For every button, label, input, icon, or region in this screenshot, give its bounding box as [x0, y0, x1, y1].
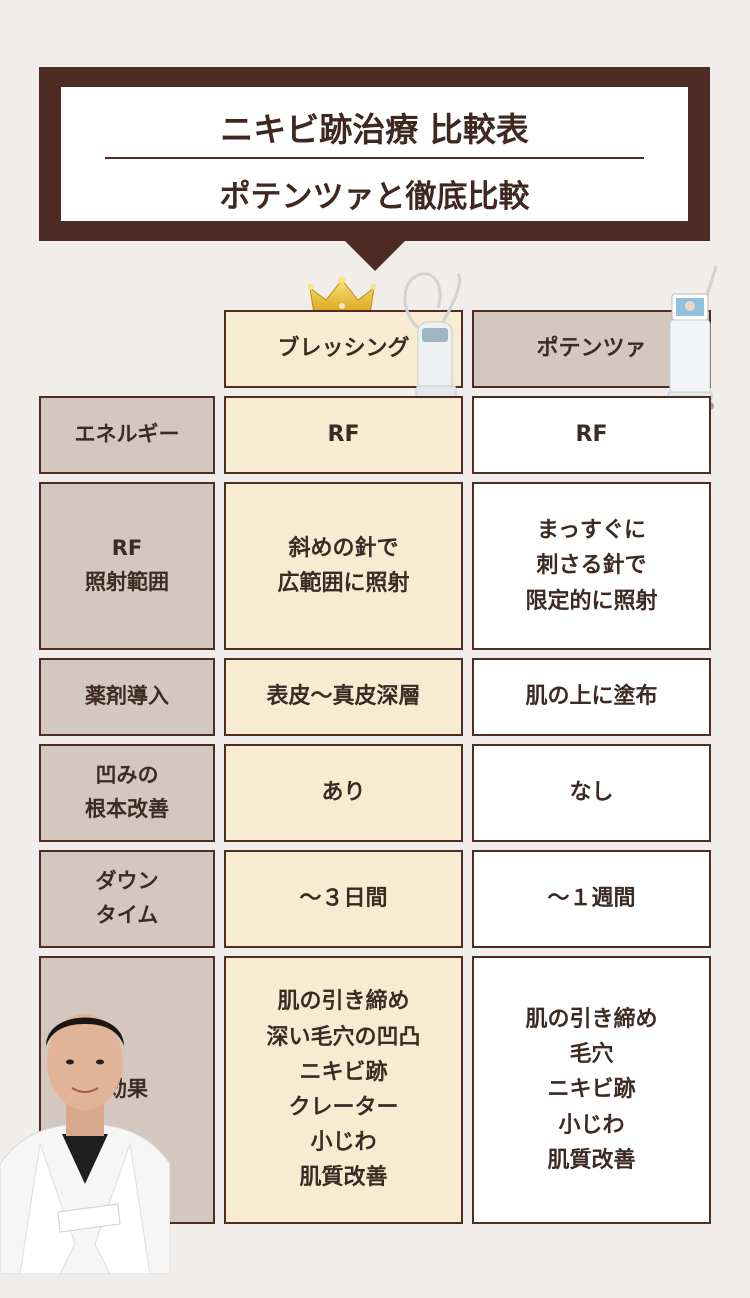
column-header-blessing-label: ブレッシング: [277, 336, 410, 362]
title-banner: ニキビ跡治療 比較表 ポテンツァと徹底比較: [39, 67, 710, 241]
title-pointer: [344, 240, 406, 271]
blessing-device-image: [403, 272, 462, 412]
column-header-potenza-label: ポテンツァ: [536, 336, 647, 362]
cell-potenza-drug-delivery: 肌の上に塗布: [472, 658, 711, 736]
row-label-scar-improvement: 凹みの 根本改善: [39, 744, 215, 842]
title-divider: [105, 157, 644, 159]
page-subtitle: ポテンツァと徹底比較: [219, 179, 530, 215]
page-title: ニキビ跡治療 比較表: [220, 110, 529, 149]
title-panel: ニキビ跡治療 比較表 ポテンツァと徹底比較: [61, 87, 688, 221]
cell-blessing-drug-delivery: 表皮〜真皮深層: [224, 658, 463, 736]
cell-blessing-energy: RF: [224, 396, 463, 474]
cell-blessing-effects: 肌の引き締め 深い毛穴の凹凸 ニキビ跡 クレーター 小じわ 肌質改善: [224, 956, 463, 1224]
row-label-drug-delivery: 薬剤導入: [39, 658, 215, 736]
cell-potenza-effects: 肌の引き締め 毛穴 ニキビ跡 小じわ 肌質改善: [472, 956, 711, 1224]
cell-potenza-scar-improvement: なし: [472, 744, 711, 842]
cell-potenza-energy: RF: [472, 396, 711, 474]
cell-blessing-downtime: 〜３日間: [224, 850, 463, 948]
cell-potenza-rf-range: まっすぐに 刺さる針で 限定的に照射: [472, 482, 711, 650]
cell-potenza-downtime: 〜１週間: [472, 850, 711, 948]
cell-blessing-rf-range: 斜めの針で 広範囲に照射: [224, 482, 463, 650]
doctor-photo: [0, 1014, 170, 1274]
cell-blessing-scar-improvement: あり: [224, 744, 463, 842]
row-label-downtime: ダウン タイム: [39, 850, 215, 948]
potenza-device-image: [666, 265, 718, 410]
row-label-energy: エネルギー: [39, 396, 215, 474]
row-label-rf-range: RF 照射範囲: [39, 482, 215, 650]
